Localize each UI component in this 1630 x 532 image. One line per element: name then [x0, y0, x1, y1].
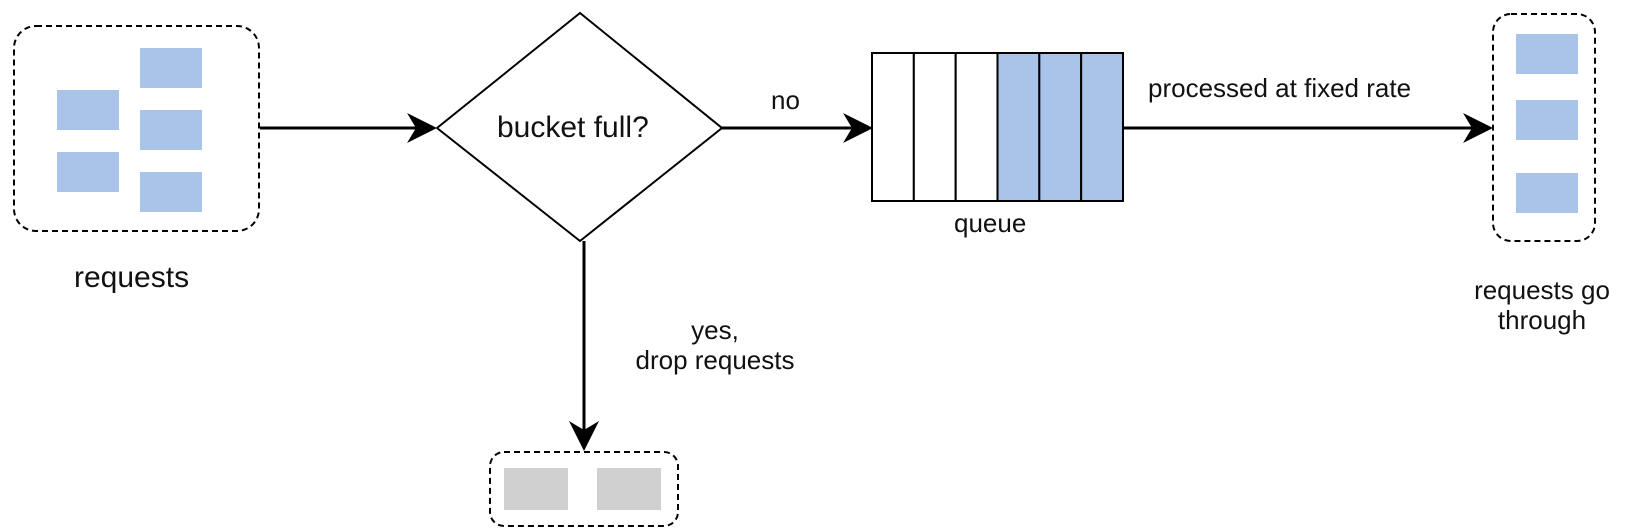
requests-label: requests — [74, 261, 190, 294]
incoming-requests-blocks — [57, 48, 202, 212]
queue-slot-filled — [996, 52, 1041, 202]
queue-label: queue — [954, 208, 1027, 238]
dropped-requests-box — [489, 451, 679, 527]
decision-diamond — [435, 11, 724, 243]
no-label: no — [771, 85, 800, 115]
request-block — [57, 90, 119, 130]
request-block — [1516, 34, 1578, 74]
request-block — [140, 48, 202, 88]
queue-slot-empty — [912, 52, 957, 202]
processed-label: processed at fixed rate — [1148, 73, 1412, 103]
yes-label: yes, drop requests — [630, 315, 800, 376]
queue-slot-empty — [954, 52, 999, 202]
request-block — [1516, 100, 1578, 140]
yes-label-line1: yes, — [691, 315, 739, 345]
incoming-requests-box — [13, 25, 260, 232]
queue — [871, 52, 1125, 202]
yes-label-line2: drop requests — [635, 344, 795, 375]
dropped-requests-blocks — [504, 468, 661, 510]
passed-requests-box — [1492, 13, 1596, 242]
queue-slot-empty — [871, 52, 915, 202]
request-block — [140, 110, 202, 150]
queue-slot-filled — [1080, 52, 1125, 202]
dropped-block — [504, 468, 568, 510]
queue-slot-filled — [1038, 52, 1083, 202]
passed-requests-blocks — [1516, 34, 1578, 213]
request-block — [140, 172, 202, 212]
dropped-block — [597, 468, 661, 510]
passed-label-line1: requests go — [1474, 275, 1610, 305]
passed-label-line2: through — [1497, 304, 1587, 335]
request-block — [1516, 173, 1578, 213]
passed-label: requests go through — [1452, 275, 1630, 336]
decision-label: bucket full? — [497, 111, 649, 144]
request-block — [57, 152, 119, 192]
